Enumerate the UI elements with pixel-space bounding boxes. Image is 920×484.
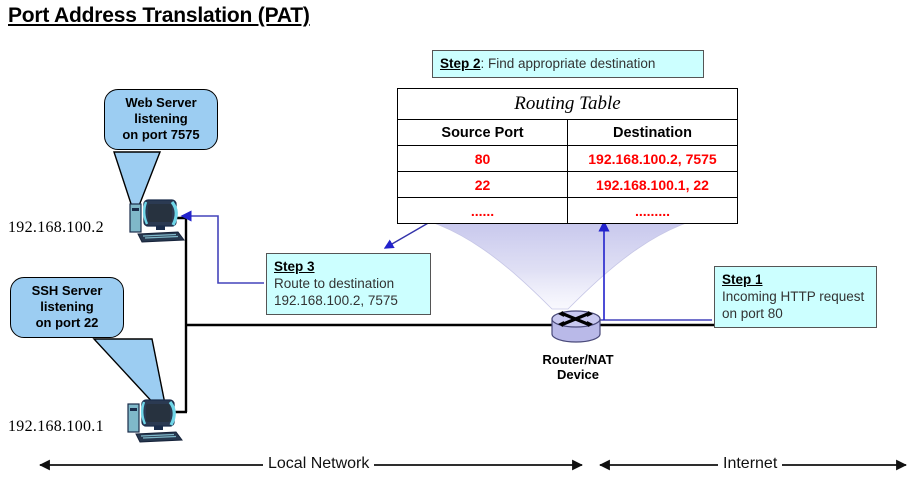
legend-local-network: Local Network xyxy=(263,455,375,473)
routing-table: Routing Table Source Port Destination 80… xyxy=(397,88,738,224)
web-server-bubble-line-2: listening xyxy=(134,111,188,126)
web-server-bubble-tail xyxy=(113,151,162,219)
step-1-callout: Step 1 Incoming HTTP request on port 80 xyxy=(714,266,877,328)
step-1-line-2: on port 80 xyxy=(722,306,783,321)
column-header-source-port: Source Port xyxy=(398,119,568,146)
routing-table-title: Routing Table xyxy=(398,89,737,120)
ssh-server-bubble: SSH Server listening on port 22 xyxy=(10,277,124,338)
legend-internet: Internet xyxy=(718,455,783,473)
cell-source-port-2: ...... xyxy=(398,197,568,223)
table-row: 80 192.168.100.2, 7575 xyxy=(398,145,737,172)
step-3-callout: Step 3 Route to destination 192.168.100.… xyxy=(266,253,431,315)
router-nat-icon xyxy=(551,310,601,343)
web-server-bubble-line-3: on port 7575 xyxy=(122,127,200,142)
router-nat-label: Router/NAT Device xyxy=(528,352,628,382)
cell-destination-2: ......... xyxy=(634,202,670,219)
step-1-line-1: Incoming HTTP request xyxy=(722,289,865,304)
step-2-tag: Step 2 xyxy=(440,56,481,71)
router-label-line-1: Router/NAT xyxy=(542,352,614,367)
router-label-line-2: Device xyxy=(557,367,599,382)
column-header-destination: Destination xyxy=(567,119,737,146)
step-1-tag: Step 1 xyxy=(722,272,763,287)
web-server-bubble: Web Server listening on port 7575 xyxy=(104,89,218,150)
computer-icon xyxy=(129,199,185,243)
ssh-server-bubble-line-2: listening xyxy=(40,299,94,314)
ssh-server-bubble-line-3: on port 22 xyxy=(35,315,99,330)
ssh-server-ip-label: 192.168.100.1 xyxy=(8,418,104,435)
step-2-text: : Find appropriate destination xyxy=(480,56,656,71)
table-row: ...... ......... xyxy=(398,197,737,223)
cell-source-port-0: 80 xyxy=(398,145,568,172)
ssh-server-bubble-line-1: SSH Server xyxy=(31,283,103,298)
step-3-tag: Step 3 xyxy=(274,259,315,274)
routing-table-title-row: Routing Table xyxy=(398,89,737,120)
routing-table-header-row: Source Port Destination xyxy=(398,119,737,146)
step-2-callout: Step 2: Find appropriate destination xyxy=(432,50,704,78)
cell-destination-1: 192.168.100.1, 22 xyxy=(567,171,737,198)
page-title: Port Address Translation (PAT) xyxy=(8,4,310,27)
ssh-server-bubble-tail xyxy=(92,338,170,422)
computer-icon xyxy=(127,399,183,443)
arrow-step3-to-web-server xyxy=(180,210,264,284)
web-server-ip-label: 192.168.100.2 xyxy=(8,219,104,236)
step-3-line-2: 192.168.100.2, 7575 xyxy=(274,293,398,308)
arrow-table-to-step3 xyxy=(383,221,431,249)
cell-source-port-1: 22 xyxy=(398,171,568,198)
step-3-line-1: Route to destination xyxy=(274,276,395,291)
table-row: 22 192.168.100.1, 22 xyxy=(398,171,737,198)
routing-table-callout-funnel xyxy=(397,213,723,310)
web-server-bubble-line-1: Web Server xyxy=(125,95,197,110)
cell-destination-0: 192.168.100.2, 7575 xyxy=(567,145,737,172)
